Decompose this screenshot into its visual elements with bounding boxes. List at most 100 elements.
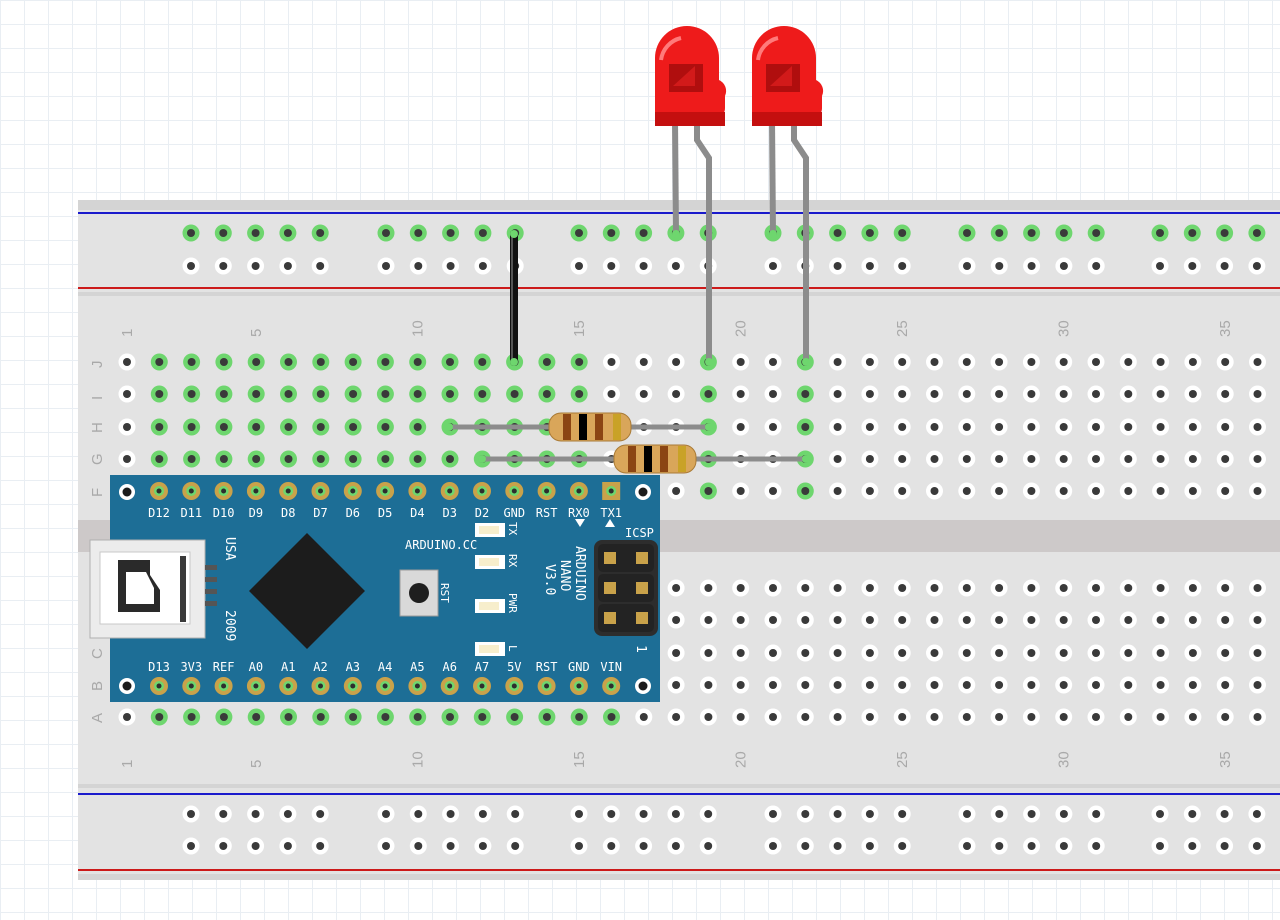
bottom-pin-label: 3V3 [180, 660, 202, 674]
breadboard-hole [252, 390, 261, 398]
breadboard-hole [123, 390, 131, 398]
header-pin-hole [576, 488, 582, 494]
breadboard-hole [1252, 810, 1261, 818]
breadboard-hole [1221, 616, 1230, 624]
breadboard-hole [607, 229, 616, 237]
resistor-2-band [628, 446, 636, 472]
column-number-top: 25 [894, 320, 911, 337]
breadboard-hole [736, 681, 745, 689]
arduino-nano[interactable]: ARDUINO.CC USA 2009 RST ARDUINO NANO V3.… [89, 475, 660, 702]
breadboard-hole [1092, 681, 1100, 689]
breadboard-hole [123, 455, 131, 463]
breadboard-hole [155, 390, 164, 398]
breadboard-hole [283, 810, 292, 818]
breadboard-hole [187, 390, 196, 398]
icsp-header [594, 540, 658, 636]
breadboard-hole [446, 713, 454, 721]
header-pin-hole [285, 683, 291, 689]
breadboard-hole [283, 842, 292, 850]
breadboard-hole [349, 713, 358, 721]
bottom-pin-label: A2 [313, 660, 327, 674]
breadboard-hole [1221, 649, 1230, 657]
breadboard-hole [1059, 681, 1068, 689]
top-pin-label: D3 [442, 506, 456, 520]
breadboard-hole [1156, 390, 1165, 398]
column-number-bottom: 10 [410, 751, 427, 768]
column-number-top: 15 [571, 320, 588, 337]
resistor-1-band [613, 414, 621, 440]
header-pin-hole [414, 488, 420, 494]
breadboard-hole [1027, 487, 1036, 495]
breadboard-hole [865, 455, 874, 463]
breadboard-hole [575, 390, 584, 398]
mounting-hole [122, 681, 132, 691]
breadboard-hole [995, 584, 1004, 592]
breadboard-hole [1124, 358, 1133, 366]
breadboard-hole [1156, 681, 1165, 689]
icsp-label: ICSP [625, 526, 654, 540]
breadboard-hole [769, 713, 777, 721]
breadboard-hole [930, 616, 939, 624]
breadboard-hole [671, 262, 680, 270]
breadboard-hole [187, 229, 195, 237]
breadboard-hole [446, 262, 455, 270]
breadboard-hole [1092, 358, 1100, 366]
breadboard-hole [511, 842, 520, 850]
breadboard-hole [1059, 487, 1068, 495]
breadboard-hole [704, 681, 713, 689]
breadboard-hole [284, 455, 293, 463]
column-number-bottom: 1 [119, 760, 136, 768]
breadboard-hole [833, 842, 842, 850]
breadboard-hole [736, 358, 745, 366]
breadboard-hole [1221, 681, 1230, 689]
resistor-2-band [644, 446, 652, 472]
resistor-1-lead-end [445, 423, 453, 431]
breadboard-hole [962, 681, 971, 689]
header-pin-hole [221, 488, 227, 494]
resistor-1-lead-end [705, 423, 713, 431]
breadboard-hole [1156, 487, 1165, 495]
breadboard-hole [769, 649, 777, 657]
breadboard-hole [1252, 842, 1261, 850]
led-1-highlight [659, 36, 682, 61]
resistor-1-band [595, 414, 603, 440]
header-pin-hole [608, 488, 614, 494]
breadboard-hole [1253, 455, 1262, 463]
breadboard-hole [898, 262, 907, 270]
header-pin-hole [608, 683, 614, 689]
breadboard-hole [769, 358, 777, 366]
breadboard-hole [1188, 842, 1197, 850]
breadboard-hole [1027, 713, 1036, 721]
pwr-led-label: PWR [506, 593, 519, 613]
breadboard-hole [1156, 584, 1165, 592]
breadboard-hole [1092, 262, 1101, 270]
breadboard-hole [672, 649, 681, 657]
breadboard-hole [898, 616, 907, 624]
breadboard-hole [187, 455, 196, 463]
breadboard-hole [446, 229, 455, 237]
breadboard-hole [542, 390, 551, 398]
breadboard-hole [607, 810, 616, 818]
breadboard-hole [865, 584, 874, 592]
breadboard-hole [833, 487, 842, 495]
breadboard-hole [284, 713, 293, 721]
breadboard-hole [833, 713, 842, 721]
breadboard-hole [801, 390, 810, 398]
top-pin-label: D9 [249, 506, 263, 520]
reset-button[interactable] [399, 569, 439, 617]
breadboard-hole [1253, 390, 1262, 398]
breadboard-hole [1188, 455, 1197, 463]
breadboard-hole [219, 713, 228, 721]
column-number-bottom: 25 [894, 751, 911, 768]
pin1-label: 1 [633, 645, 648, 653]
led-2-rim [752, 112, 822, 126]
breadboard-hole [769, 584, 777, 592]
breadboard-hole [995, 455, 1004, 463]
breadboard-hole [478, 358, 487, 366]
breadboard-hole [1156, 616, 1165, 624]
breadboard-hole [898, 487, 907, 495]
l-led-label: L [506, 645, 519, 652]
breadboard-hole [219, 358, 228, 366]
breadboard-hole [639, 390, 648, 398]
breadboard-hole [865, 713, 874, 721]
